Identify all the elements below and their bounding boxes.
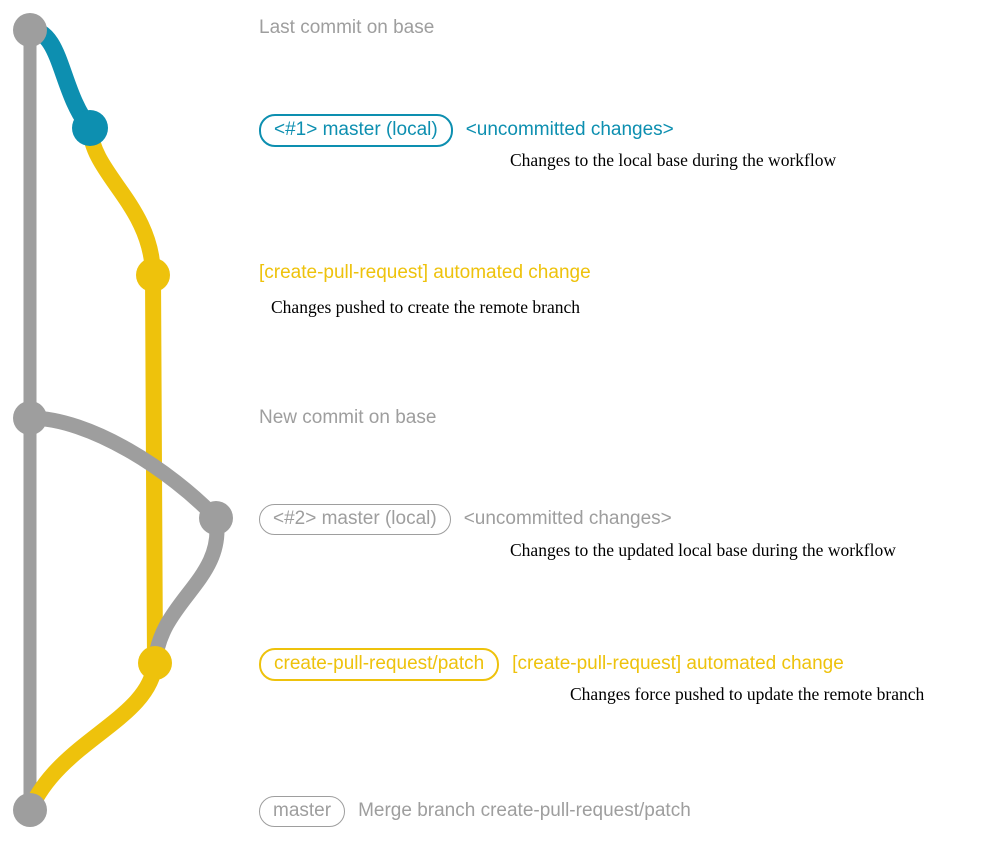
commit-description-2: Changes pushed to create the remote bran… [271,297,580,318]
commit-node-local-2[interactable] [199,501,233,535]
remote-merge-line [22,655,163,818]
commit-node-local-1[interactable] [72,110,108,146]
commit-node-base-1[interactable] [13,13,47,47]
commit-message-new-commit-on-base: New commit on base [259,407,437,428]
row-new-commit-on-base: New commit on base [259,408,436,428]
commit-message-last-commit-on-base: Last commit on base [259,17,435,38]
updated-local-branch-line [22,410,224,526]
commit-description-text-3: Changes to the updated local base during… [510,540,896,560]
commit-description-1: Changes to the local base during the wor… [510,150,836,171]
commit-message-uncommitted-changes-1: <uncommitted changes> [465,119,674,140]
branch-chip-create-pull-request-patch[interactable]: create-pull-request/patch [259,648,500,681]
commit-message-automated-change-2: [create-pull-request] automated change [512,653,844,674]
commit-description-4: Changes force pushed to update the remot… [570,684,924,705]
row-remote-commit-2: create-pull-request/patch [create-pull-r… [259,648,844,681]
commit-description-3: Changes to the updated local base during… [510,540,896,561]
row-local-commit-2: <#2> master (local) <uncommitted changes… [259,504,672,535]
commit-message-automated-change-1: [create-pull-request] automated change [259,262,591,283]
commit-node-base-2[interactable] [13,401,47,435]
row-last-commit-on-base: Last commit on base [259,18,434,38]
row-local-commit-1: <#1> master (local) <uncommitted changes… [259,114,674,147]
branch-chip-master-local-1[interactable]: <#1> master (local) [259,114,453,147]
row-remote-commit-1: [create-pull-request] automated change [259,263,591,283]
remote-branch-line-1 [82,120,163,671]
commit-message-merge-branch: Merge branch create-pull-request/patch [358,800,691,821]
commit-node-remote-1[interactable] [136,258,170,292]
branch-chip-master[interactable]: master [259,796,346,827]
commit-message-uncommitted-changes-2: <uncommitted changes> [463,508,672,529]
commit-description-text-1: Changes to the local base during the wor… [510,150,837,170]
commit-node-base-3[interactable] [13,793,47,827]
commit-description-text-4: Changes force pushed to update the remot… [570,684,925,704]
branch-chip-master-local-2[interactable]: <#2> master (local) [259,504,451,535]
row-merge-commit: master Merge branch create-pull-request/… [259,796,691,827]
updated-local-to-remote-line [147,510,225,671]
commit-description-text-2: Changes pushed to create the remote bran… [271,297,581,317]
commit-node-remote-2[interactable] [138,646,172,680]
